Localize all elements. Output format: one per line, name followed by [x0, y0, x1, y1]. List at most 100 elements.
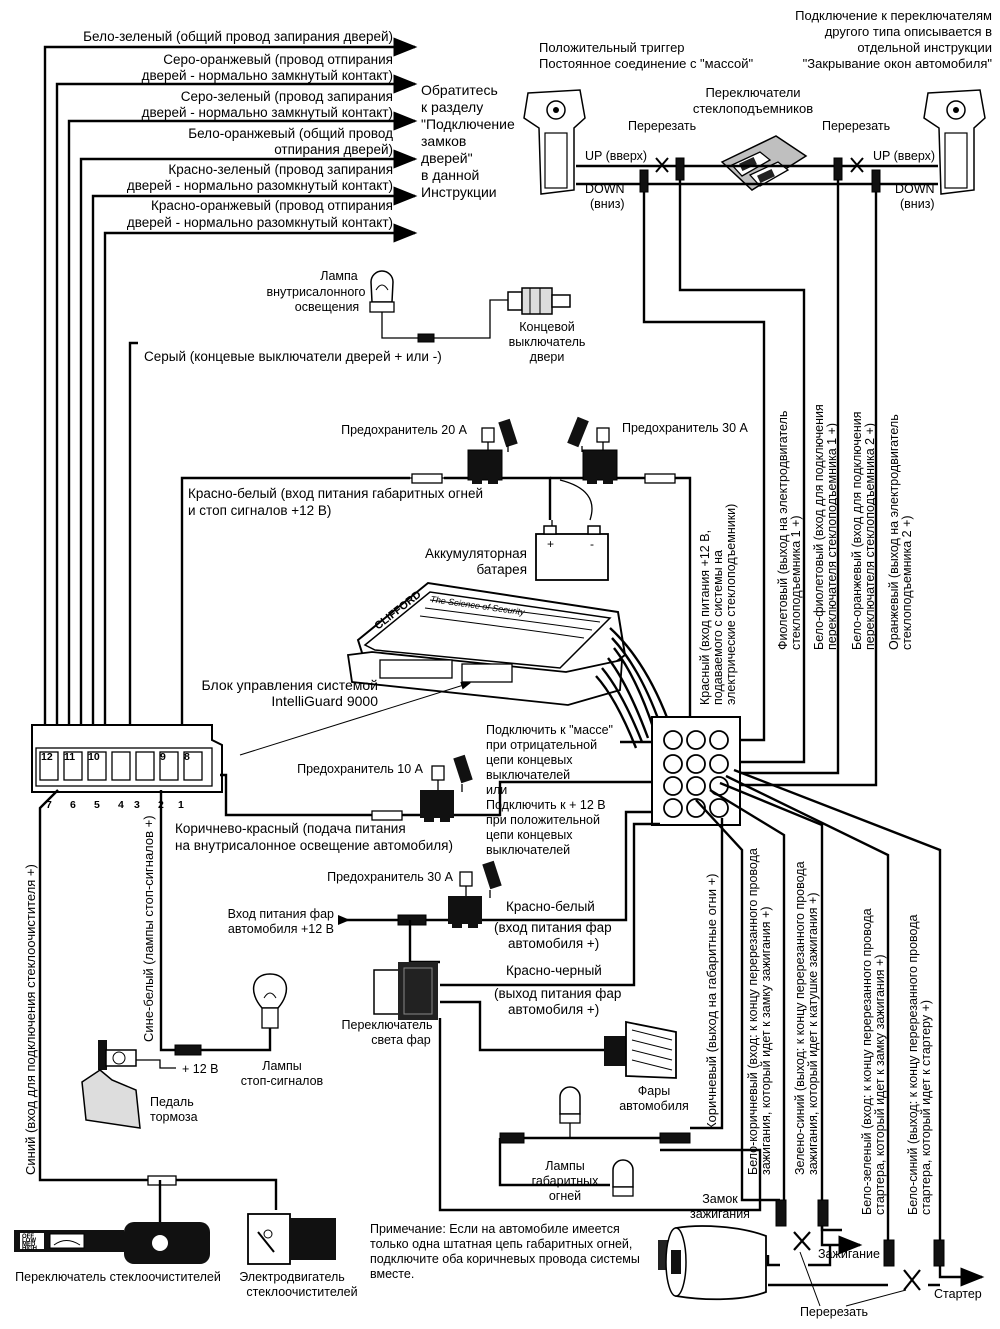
interior-wires [128, 299, 508, 750]
brake-lamp-label: Лампы стоп-сигналов [241, 1059, 324, 1088]
svg-text:только одна штатная цепь габар: только одна штатная цепь габаритных огне… [370, 1237, 632, 1251]
svg-text:освещения: освещения [295, 300, 359, 314]
brown-wire-label: Коричневый (выход на габаритные огни +) [704, 873, 719, 1130]
brake-plus12-label: + 12 В [182, 1062, 219, 1076]
svg-text:LOW: LOW [22, 1238, 36, 1244]
svg-text:отдельной инструкции: отдельной инструкции [857, 40, 992, 55]
svg-text:7: 7 [46, 799, 52, 811]
lock-wire-label-1: Бело-зеленый (общий провод запирания две… [83, 29, 393, 44]
svg-text:стоп-сигналов: стоп-сигналов [241, 1074, 324, 1088]
svg-text:зажигания, который идет к замк: зажигания, который идет к замку зажигани… [759, 907, 773, 1176]
starter-out-label: Стартер [934, 1287, 982, 1301]
svg-text:Лампы: Лампы [545, 1159, 585, 1173]
window-switch-icon [720, 135, 808, 191]
headlights-label: Фары автомобиля [619, 1084, 689, 1113]
svg-text:Переключатель: Переключатель [342, 1018, 433, 1032]
red-white-headlight-label: Красно-белый (вход питания фар автомобил… [494, 899, 621, 1017]
svg-text:Аккумуляторная: Аккумуляторная [425, 546, 527, 561]
svg-text:электрические стеклоподъемники: электрические стеклоподъемники) [724, 504, 738, 705]
svg-text:DOWN: DOWN [895, 182, 935, 196]
svg-text:на внутрисалонное освещение ав: на внутрисалонное освещение автомобиля) [175, 838, 453, 853]
svg-text:IntelliGuard 9000: IntelliGuard 9000 [271, 693, 378, 709]
svg-text:Бело-оранжевый (вход для подкл: Бело-оранжевый (вход для подключения [850, 412, 864, 651]
svg-text:стартера, который идет к старт: стартера, который идет к стартеру +) [919, 1000, 933, 1215]
svg-text:в данной: в данной [421, 167, 479, 183]
lock-wire-label-3a: Серо-зеленый (провод запирания [181, 89, 393, 104]
svg-text:(вход питания фар: (вход питания фар [494, 920, 612, 935]
ignition-cut-marks [793, 1231, 921, 1291]
svg-text:Предохранитель 30 А: Предохранитель 30 А [622, 421, 749, 435]
svg-text:MED: MED [22, 1242, 36, 1248]
svg-text:Инструкции: Инструкции [421, 184, 497, 200]
svg-text:4: 4 [118, 799, 124, 811]
ignition-lock-label: Замок зажигания [690, 1192, 750, 1221]
svg-text:автомобиля +12 В: автомобиля +12 В [228, 922, 334, 936]
svg-text:при отрицательной: при отрицательной [486, 738, 597, 752]
svg-text:автомобиля +): автомобиля +) [508, 1002, 599, 1017]
svg-text:Фиолетовый (выход на электродв: Фиолетовый (выход на электродвигатель [776, 411, 790, 650]
right-plug [651, 716, 741, 826]
unit-label: Блок управления системой IntelliGuard 90… [202, 677, 379, 709]
light-switch-label: Переключатель света фар [342, 1018, 433, 1047]
svg-text:выключателей: выключателей [486, 843, 570, 857]
svg-text:переключателя стеклоподъемника: переключателя стеклоподъемника 2 +) [863, 423, 877, 650]
control-unit-icon: CLIFFORD The Science of Security [346, 581, 627, 706]
door-lock-wire-labels: Бело-зеленый (общий провод запирания две… [83, 29, 393, 230]
svg-text:огней: огней [549, 1189, 581, 1203]
bottom-note: Примечание: Если на автомобиле имеется т… [370, 1222, 640, 1281]
svg-text:+: + [547, 537, 554, 551]
svg-text:-: - [590, 537, 594, 551]
svg-text:другого типа описывается в: другого типа описывается в [825, 24, 992, 39]
wiper-wires [38, 789, 278, 1222]
ground-note: Подключить к "массе" при отрицательной ц… [486, 723, 613, 857]
lock-wire-label-5a: Красно-зеленый (провод запирания [168, 162, 393, 177]
fuse-20a-icon [467, 418, 518, 484]
svg-text:Перерезать: Перерезать [822, 119, 890, 133]
svg-text:Коричнево-красный (подача пита: Коричнево-красный (подача питания [175, 821, 406, 836]
svg-text:11: 11 [64, 751, 75, 763]
svg-text:стеклоочистителей: стеклоочистителей [246, 1285, 357, 1299]
window-motor-right-icon [923, 89, 986, 195]
svg-text:10: 10 [88, 751, 100, 763]
cut-pointer [799, 1251, 907, 1307]
svg-text:двери: двери [530, 350, 565, 364]
ignition-out-arrow [820, 1226, 863, 1255]
svg-text:8: 8 [184, 751, 190, 763]
gray-wire-label: Серый (концевые выключатели дверей + или… [144, 349, 442, 364]
brown-red-label: Коричнево-красный (подача питания на вну… [175, 821, 453, 853]
svg-text:стеклоподъемника 1 +): стеклоподъемника 1 +) [789, 515, 803, 650]
svg-text:1: 1 [178, 799, 184, 811]
svg-text:подключите оба коричневых пров: подключите оба коричневых провода систем… [370, 1252, 640, 1266]
lock-wire-label-2a: Серо-оранжевый (провод отпирания [163, 52, 393, 67]
wiper-switch-marks: OFF LOW MED HIGH [22, 1234, 37, 1252]
svg-text:стеклоподъемников: стеклоподъемников [693, 101, 813, 116]
svg-text:Красно-белый: Красно-белый [506, 899, 595, 914]
svg-text:Вход питания фар: Вход питания фар [228, 907, 334, 921]
lock-wire-label-3b: дверей - нормально замкнутый контакт) [142, 105, 393, 120]
headlights-icon [604, 1020, 677, 1079]
blue-white-label: Сине-белый (лампы стоп-сигналов +) [141, 815, 156, 1042]
unit-pointer-arrow [239, 681, 471, 756]
lock-wire-label-6b: дверей - нормально разомкнутый контакт) [127, 215, 393, 230]
svg-text:Блок управления системой: Блок управления системой [202, 677, 379, 693]
svg-text:"Подключение: "Подключение [421, 116, 515, 132]
svg-text:Лампы: Лампы [262, 1059, 302, 1073]
svg-text:12: 12 [41, 751, 53, 763]
svg-text:UP (вверх): UP (вверх) [873, 149, 935, 163]
svg-text:Постоянное соединение с "массо: Постоянное соединение с "массой" [539, 56, 753, 71]
svg-text:Лампа: Лампа [320, 269, 358, 283]
light-switch-icon [373, 962, 438, 1020]
svg-text:Бело-зеленый (вход: к концу пе: Бело-зеленый (вход: к концу перерезанног… [860, 908, 874, 1215]
svg-text:внутрисалонного: внутрисалонного [266, 285, 365, 299]
svg-text:Бело-фиолетовый (вход для подк: Бело-фиолетовый (вход для подключения [812, 404, 826, 650]
svg-text:Предохранитель 20 А: Предохранитель 20 А [341, 423, 468, 437]
lock-wire-label-4a: Бело-оранжевый (общий провод [188, 126, 393, 141]
svg-text:Красно-белый (вход питания габ: Красно-белый (вход питания габаритных ог… [188, 486, 483, 501]
svg-text:3: 3 [134, 799, 140, 811]
brown-wire [499, 818, 724, 1144]
ignition-out-label: Зажигание [818, 1247, 880, 1261]
svg-text:цепи концевых: цепи концевых [486, 828, 573, 842]
svg-text:9: 9 [160, 751, 166, 763]
ignition-wires [695, 768, 942, 1287]
lock-wire-label-4b: отпирания дверей) [274, 142, 393, 157]
